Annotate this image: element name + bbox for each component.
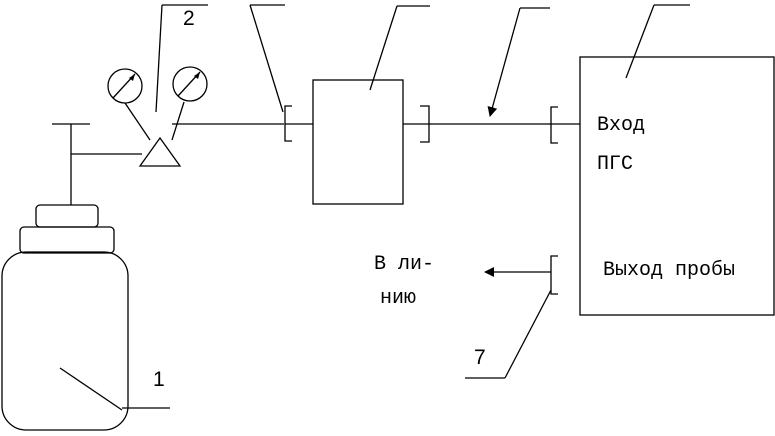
outlet-connector: [465, 255, 558, 379]
label-to-line-2: нию: [380, 287, 416, 310]
pressure-gauge-left-icon: [107, 68, 143, 104]
pressure-gauge-right-icon: [172, 66, 208, 102]
label-outlet-number: 7: [474, 346, 486, 369]
analyzer-unit: [579, 4, 775, 316]
label-to-line-1: В ли-: [374, 253, 434, 276]
reducer-leader-line: [155, 4, 163, 113]
label-inlet-line2: ПГС: [597, 153, 633, 176]
cylinder-leader-line: [59, 367, 123, 411]
label-reducer-number: 2: [183, 7, 195, 30]
pressure-reducer: [107, 4, 208, 167]
gas-cylinder: [1, 154, 170, 431]
pipe-segment-2: [429, 7, 551, 125]
intermediate-unit: [312, 5, 430, 205]
inlet-connector: [550, 106, 580, 144]
connector-2: [403, 105, 430, 143]
label-inlet-line1: Вход: [597, 114, 645, 137]
label-cylinder-number: 1: [153, 368, 165, 391]
label-outlet: Выход пробы: [603, 259, 735, 282]
valve-assembly: [52, 123, 142, 155]
connector-1: [249, 4, 313, 142]
